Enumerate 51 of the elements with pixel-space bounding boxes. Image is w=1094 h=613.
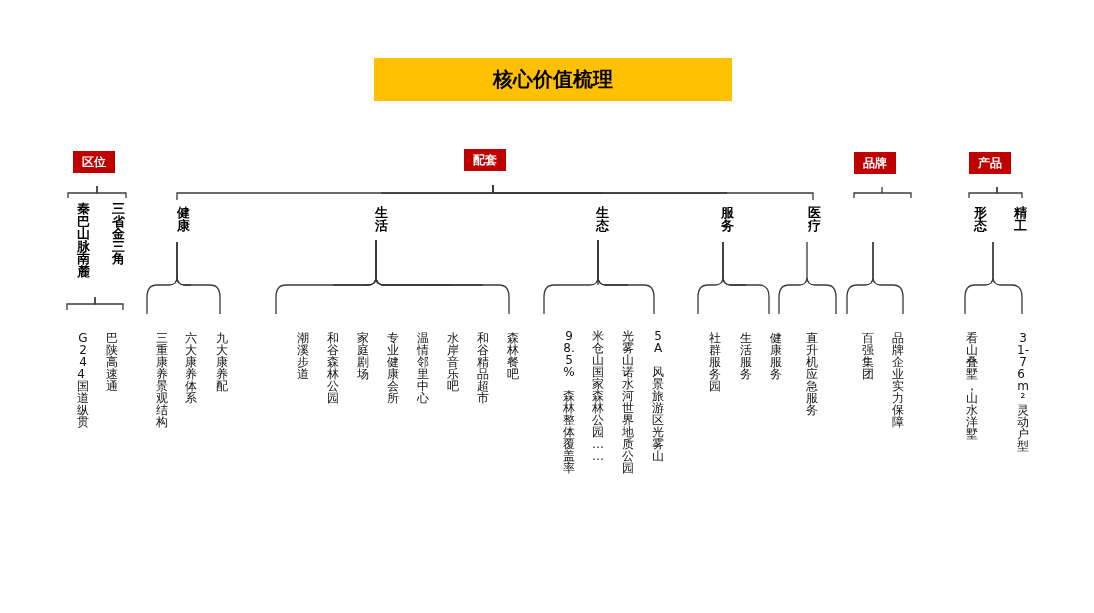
vertical-label: 温情邻里中心 [417,332,429,404]
section-tag: 配套 [464,149,506,171]
vertical-label: 健康服务 [770,332,782,380]
vertical-label: 31-76 m²灵动户型 [1017,332,1029,452]
vertical-label: 品牌企业实力保障 [892,332,904,428]
vertical-label: 光雾山诺水河世界地质公园 [622,330,634,474]
section-tag: 品牌 [854,152,896,174]
curly-brace [597,239,655,315]
vertical-heading: 三省金三角 [111,203,125,266]
vertical-label: 看山叠墅，山水洋墅 [966,332,978,440]
vertical-label: 直升机应急服务 [806,332,818,416]
vertical-label: 六大康养体系 [185,332,197,404]
curly-brace [872,241,904,315]
curly-brace [992,241,1023,315]
bracket-line [94,296,124,311]
vertical-label: 和谷森林公园 [327,332,339,404]
vertical-heading: 医疗 [807,207,821,232]
vertical-heading: 服务 [720,207,734,232]
vertical-label: 家庭剧场 [357,332,369,380]
bracket-line [996,186,1023,199]
vertical-label: 森林餐吧 [507,332,519,380]
section-tag: 产品 [969,152,1011,174]
vertical-label: 生活服务 [740,332,752,380]
vertical-heading: 生态 [595,207,609,232]
vertical-label: 社群服务园 [709,332,721,392]
vertical-label: 巴陕高速通 [106,332,118,392]
vertical-label: 九大康养配 [216,332,228,392]
curly-brace [176,241,221,315]
vertical-label: 三重康养景观结构 [156,332,168,428]
bracket-line [853,186,912,199]
vertical-label: 5A 风景旅游区光雾山 [652,330,664,462]
title-banner: 核心价值梳理 [374,58,732,101]
bracket-line [492,184,814,201]
vertical-heading: 健康 [176,207,190,232]
curly-brace [375,239,510,315]
vertical-heading: 精工 [1013,207,1027,232]
vertical-label: G244 国道纵贯 [77,332,89,428]
vertical-label: 百强集团 [862,332,874,380]
vertical-label: 米仓山国家森林公园…… [592,330,604,462]
vertical-label: 和谷精品超市 [477,332,489,404]
vertical-heading: 形态 [973,207,987,232]
bracket-line [96,185,127,199]
section-tag: 区位 [73,151,115,173]
vertical-label: 98.5% 森林整体覆盖率 [563,330,575,474]
vertical-heading: 生活 [374,207,388,232]
vertical-label: 水岸音乐吧 [447,332,459,392]
vertical-label: 潮溪步道 [297,332,309,380]
curly-brace [778,241,837,315]
curly-brace [722,241,770,315]
vertical-heading: 秦巴山脉南麓 [76,203,90,278]
vertical-label: 专业健康会所 [387,332,399,404]
